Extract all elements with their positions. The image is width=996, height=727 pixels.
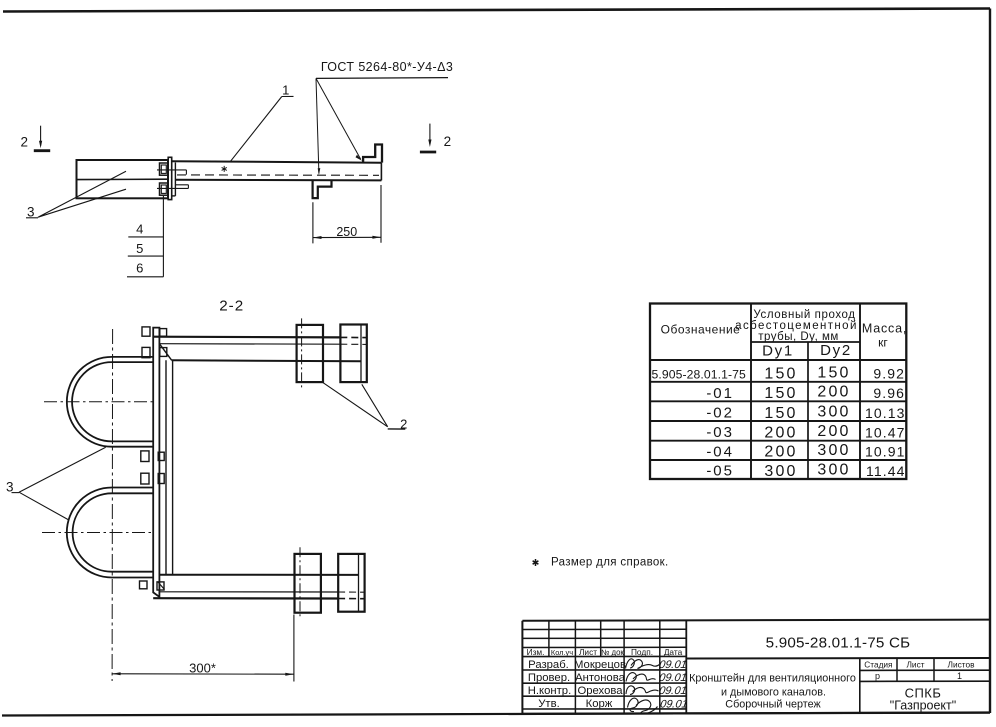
svg-text:150: 150 [817, 365, 850, 382]
svg-text:2: 2 [400, 416, 407, 431]
svg-text:Изм.: Изм. [527, 647, 545, 657]
svg-text:4: 4 [136, 222, 143, 237]
svg-text:Антонова: Антонова [575, 672, 625, 684]
svg-text:9.92: 9.92 [873, 366, 905, 382]
svg-text:2: 2 [21, 134, 29, 149]
svg-text:Мокрецов: Мокрецов [574, 659, 626, 671]
svg-text:Лист: Лист [579, 647, 597, 657]
svg-text:1: 1 [957, 671, 962, 681]
svg-text:Dy2: Dy2 [820, 342, 852, 359]
svg-text:10.13: 10.13 [865, 405, 906, 421]
svg-text:10.47: 10.47 [865, 424, 906, 440]
svg-text:200: 200 [764, 444, 797, 461]
svg-text:150: 150 [764, 385, 797, 402]
svg-text:Стадия: Стадия [864, 660, 892, 670]
svg-text:300: 300 [817, 403, 850, 420]
svg-text:09.01: 09.01 [658, 672, 687, 684]
svg-text:9.96: 9.96 [873, 385, 905, 401]
svg-text:-04: -04 [706, 443, 734, 460]
svg-text:09.01: 09.01 [658, 659, 687, 671]
svg-text:10.91: 10.91 [865, 444, 906, 460]
svg-text:Корж: Корж [586, 698, 613, 710]
svg-text:асбестоцементной: асбестоцементной [735, 320, 858, 332]
svg-text:Масса,: Масса, [862, 322, 907, 336]
svg-text:200: 200 [764, 424, 797, 441]
svg-text:3: 3 [6, 479, 14, 494]
svg-text:-02: -02 [706, 405, 734, 422]
svg-text:Подп.: Подп. [631, 647, 653, 657]
svg-text:Дата: Дата [664, 647, 683, 657]
svg-text:200: 200 [817, 423, 850, 440]
svg-text:Лист: Лист [906, 660, 924, 670]
svg-text:6: 6 [136, 261, 143, 276]
svg-text:Размер для справок.: Размер для справок. [551, 557, 669, 569]
svg-text:Сборочный чертеж: Сборочный чертеж [725, 699, 821, 711]
svg-text:2-2: 2-2 [219, 298, 244, 315]
svg-text:5.905-28.01.1-75 СБ: 5.905-28.01.1-75 СБ [766, 635, 911, 652]
svg-text:Орехова: Орехова [577, 685, 623, 697]
svg-text:трубы, Dy, мм: трубы, Dy, мм [758, 331, 839, 343]
svg-text:Н.контр.: Н.контр. [528, 685, 571, 697]
svg-text:Обозначение: Обозначение [661, 323, 741, 337]
svg-text:11.44: 11.44 [866, 463, 906, 479]
svg-text:Условный проход: Условный проход [753, 309, 855, 321]
svg-text:300: 300 [817, 442, 850, 459]
svg-text:Листов: Листов [948, 660, 976, 670]
svg-text:р: р [875, 671, 880, 681]
svg-text:3: 3 [27, 205, 35, 220]
svg-text:2: 2 [444, 134, 452, 149]
svg-text:300: 300 [764, 463, 797, 480]
svg-text:150: 150 [764, 405, 797, 422]
svg-text:СПКБ: СПКБ [905, 686, 942, 701]
svg-text:150: 150 [764, 366, 797, 383]
svg-text:300: 300 [817, 462, 850, 479]
svg-text:-05: -05 [706, 463, 734, 480]
svg-text:200: 200 [817, 384, 850, 401]
svg-text:09.01: 09.01 [658, 685, 687, 697]
svg-text:5: 5 [136, 241, 143, 256]
svg-text:Кронштейн для вентиляционного: Кронштейн для вентиляционного [689, 673, 856, 685]
svg-text:-01: -01 [706, 385, 734, 402]
svg-text:Разраб.: Разраб. [528, 659, 569, 671]
svg-text:Dy1: Dy1 [762, 343, 794, 360]
svg-text:Провер.: Провер. [528, 672, 570, 684]
svg-text:ГОСТ 5264-80*-У4-Δ3: ГОСТ 5264-80*-У4-Δ3 [321, 60, 453, 74]
svg-text:09.01: 09.01 [659, 699, 688, 711]
svg-text:300*: 300* [189, 661, 216, 676]
svg-text:1: 1 [282, 83, 289, 98]
svg-text:и дымового каналов.: и дымового каналов. [721, 687, 826, 699]
svg-text:кг: кг [878, 336, 888, 350]
svg-text:№ док: № док [601, 648, 624, 657]
svg-text:5.905-28.01.1-75: 5.905-28.01.1-75 [652, 367, 747, 381]
svg-text:Утв.: Утв. [538, 698, 560, 710]
svg-text:250: 250 [336, 225, 357, 239]
svg-text:Кол.уч: Кол.уч [551, 648, 573, 657]
svg-text:-03: -03 [706, 424, 734, 441]
svg-text:"Газпроект": "Газпроект" [890, 699, 956, 713]
